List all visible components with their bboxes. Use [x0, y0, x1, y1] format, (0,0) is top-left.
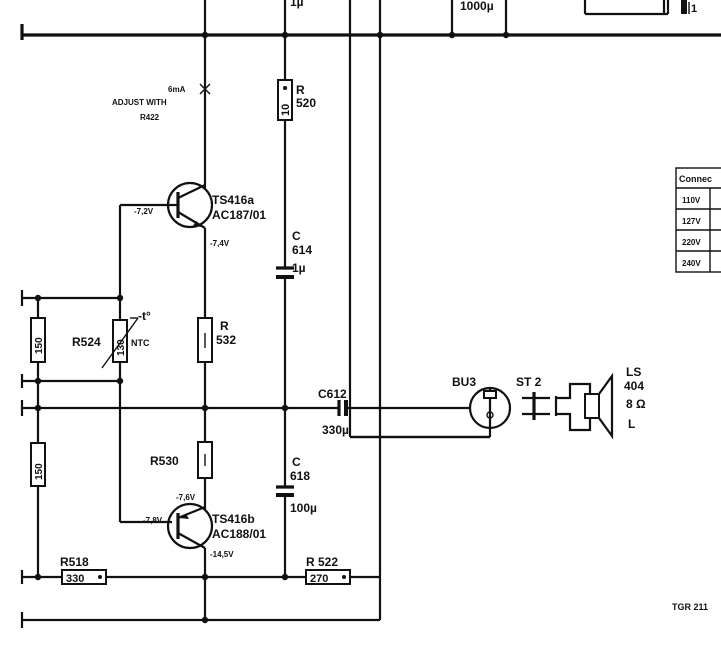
r520-value: 10 — [280, 104, 292, 116]
top-cap-value: 1µ — [290, 0, 304, 9]
r524-name: R524 — [72, 335, 101, 349]
ls-impedance: 8 Ω — [626, 397, 646, 411]
ls-number: 404 — [624, 379, 644, 393]
adjust-line-2: R422 — [140, 113, 160, 122]
ts416a-emitter-voltage: -7,4V — [210, 239, 230, 248]
ts416b-collector-voltage: -14,5V — [210, 550, 234, 559]
capacitor-c618: C 618 100µ — [276, 455, 317, 515]
resistor-r530: R530 — [150, 441, 213, 479]
thermistor-r524: 130 -t° R524 NTC — [72, 309, 151, 369]
ts416b-emitter-voltage: -7,6V — [176, 493, 196, 502]
resistor-r522: 270 R 522 — [305, 555, 351, 585]
junctions — [34, 31, 510, 624]
r532-number: 532 — [216, 333, 236, 347]
r532-ref: R — [220, 319, 229, 333]
ts416b-name: TS416b — [212, 512, 255, 526]
resistor-r532: R 532 — [197, 317, 236, 363]
r520-ref: R — [296, 83, 305, 97]
c618-value: 100µ — [290, 501, 317, 515]
c614-number: 614 — [292, 243, 312, 257]
top-right-connector — [681, 0, 687, 14]
table-row-240: 240V — [682, 259, 701, 268]
plug-st2: ST 2 — [516, 375, 558, 420]
loudspeaker-ls404: LS 404 8 Ω L — [556, 365, 646, 440]
table-header: Connec — [679, 174, 712, 184]
st2-label: ST 2 — [516, 375, 542, 389]
table-row-127: 127V — [682, 217, 701, 226]
capacitor-c612: C612 330µ — [318, 387, 349, 437]
r518-value: 330 — [66, 573, 84, 585]
c614-ref: C — [292, 229, 301, 243]
ls-ref: LS — [626, 365, 641, 379]
r524-temp: -t° — [138, 309, 151, 323]
capacitor-c614: C 614 1µ — [276, 229, 312, 279]
adjust-current: 6mA — [168, 85, 186, 94]
r522-name: R 522 — [306, 555, 338, 569]
top-cap-value-2: 1000µ — [460, 0, 494, 13]
wires — [20, 0, 721, 628]
bu3-label: BU3 — [452, 375, 476, 389]
ts416a-type: AC187/01 — [212, 208, 266, 222]
resistor-150-top: 150 — [30, 317, 46, 363]
resistor-150-bottom: 150 — [30, 442, 46, 487]
c614-value: 1µ — [292, 261, 306, 275]
c612-value: 330µ — [322, 423, 349, 437]
c618-number: 618 — [290, 469, 310, 483]
top-right-pin: 1 — [691, 3, 697, 15]
r530-label: R530 — [150, 454, 179, 468]
ts416a-name: TS416a — [212, 193, 254, 207]
r518-name: R518 — [60, 555, 89, 569]
resistor-r518: 330 R518 — [60, 555, 107, 585]
adjust-note: 6mA ADJUST WITH R422 — [112, 83, 211, 122]
table-row-220: 220V — [682, 238, 701, 247]
r522-value: 270 — [310, 573, 328, 585]
c612-ref: C612 — [318, 387, 347, 401]
ts416b-type: AC188/01 — [212, 527, 266, 541]
r524-value: 130 — [116, 339, 127, 356]
r524-type: NTC — [131, 338, 150, 348]
transistor-ts416a: TS416a AC187/01 -7,2V -7,4V — [134, 181, 266, 248]
r150b-value: 150 — [34, 463, 45, 480]
transistor-ts416b: TS416b AC188/01 -7,6V -7,8V -14,5V — [143, 493, 266, 559]
r520-number: 520 — [296, 96, 316, 110]
r150a-value: 150 — [34, 337, 45, 354]
ts416b-base-voltage: -7,8V — [143, 516, 163, 525]
ls-side: L — [628, 417, 635, 431]
resistor-r520: 10 R 520 — [277, 79, 316, 121]
c618-ref: C — [292, 455, 301, 469]
ts416a-base-voltage: -7,2V — [134, 207, 154, 216]
adjust-line-1: ADJUST WITH — [112, 98, 167, 107]
connection-table: Connec 110V 127V 220V 240V — [675, 167, 721, 273]
socket-bu3: BU3 — [452, 375, 512, 430]
table-row-110: 110V — [682, 196, 701, 205]
footer-reference: TGR 211 — [672, 602, 708, 612]
